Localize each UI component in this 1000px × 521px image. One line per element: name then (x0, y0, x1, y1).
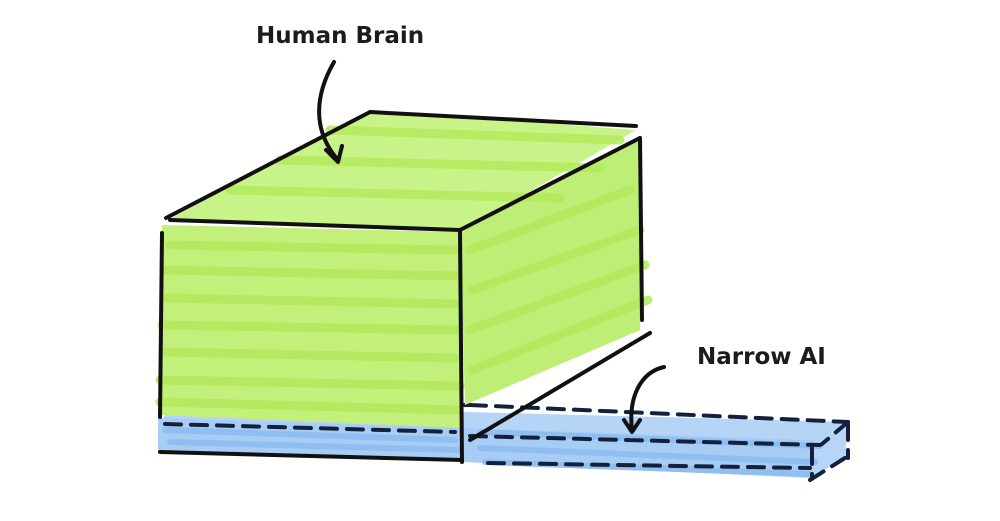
narrow-ai-arrow (622, 365, 666, 434)
cube-outline (158, 110, 652, 464)
human-brain-cube (155, 110, 653, 464)
narrow-ai-strokes (162, 427, 823, 477)
cube-highlighter-strokes (155, 125, 653, 415)
human-brain-label: Human Brain (256, 23, 424, 49)
human-brain-arrow (317, 60, 344, 164)
narrow-ai-dashed-outline (163, 403, 850, 482)
narrow-ai-slab (158, 403, 850, 482)
narrow-ai-label: Narrow AI (697, 344, 826, 370)
